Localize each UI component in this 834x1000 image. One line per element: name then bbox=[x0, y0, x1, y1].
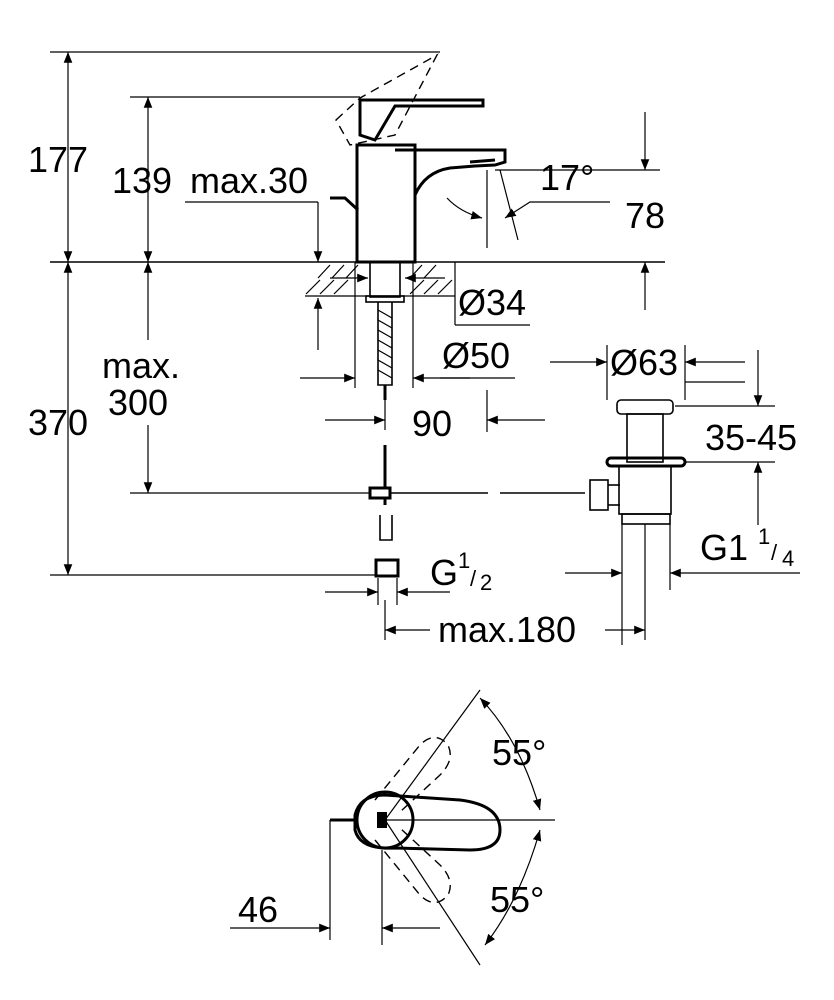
dim-angle-55-top: 55° bbox=[492, 732, 546, 773]
hose-braid bbox=[377, 309, 393, 379]
dim-diameter-34: Ø34 bbox=[458, 282, 526, 323]
g1-den: 4 bbox=[782, 546, 794, 571]
lower-hose bbox=[379, 515, 393, 541]
dim-max180: max.180 bbox=[438, 609, 576, 650]
g-half-num: 1 bbox=[458, 548, 470, 573]
dim-diameter-63: Ø63 bbox=[610, 342, 678, 383]
g1-base: G1 bbox=[700, 527, 748, 568]
popup-rod bbox=[330, 196, 360, 212]
g1-num: 1 bbox=[758, 524, 770, 549]
dim-angle-55-bottom: 55° bbox=[490, 879, 544, 920]
g-half-den: 2 bbox=[480, 570, 492, 595]
g1-slash: / bbox=[771, 540, 778, 565]
dim-max30: max.30 bbox=[190, 160, 308, 201]
aerator bbox=[469, 158, 496, 164]
g-half-slash: / bbox=[470, 566, 477, 591]
countertop-hatch bbox=[305, 264, 455, 297]
dim-90: 90 bbox=[412, 403, 452, 444]
dim-35-45: 35-45 bbox=[705, 417, 797, 458]
dim-max-300: 300 bbox=[108, 382, 168, 423]
faucet-side-view bbox=[50, 51, 800, 645]
lever-rotated-left bbox=[374, 736, 451, 813]
popup-waste-valve bbox=[589, 399, 687, 525]
dim-max-label: max. bbox=[102, 345, 180, 386]
dim-177: 177 bbox=[28, 139, 88, 180]
mounting-shank bbox=[369, 261, 401, 298]
g-half-base: G bbox=[430, 552, 458, 593]
dim-diameter-50: Ø50 bbox=[442, 335, 510, 376]
logo-mark bbox=[377, 812, 387, 828]
dim-46: 46 bbox=[238, 889, 278, 930]
dim-g1-quarter: G1 1 / 4 bbox=[700, 524, 794, 571]
dim-370: 370 bbox=[28, 402, 88, 443]
lever-handle bbox=[358, 98, 485, 142]
lever-rotated-right bbox=[374, 827, 451, 904]
dim-139: 139 bbox=[112, 160, 172, 201]
fixing-nut bbox=[365, 295, 405, 303]
spout bbox=[395, 148, 507, 196]
dim-g-half: G 1 / 2 bbox=[430, 548, 492, 595]
hose-connector bbox=[374, 558, 400, 578]
faucet-body bbox=[355, 143, 417, 264]
dim-angle-17: 17° bbox=[540, 157, 594, 198]
rod-clamp bbox=[368, 486, 392, 500]
dim-78: 78 bbox=[625, 195, 665, 236]
lever-open-position bbox=[335, 53, 439, 146]
faucet-top-view bbox=[230, 689, 555, 966]
